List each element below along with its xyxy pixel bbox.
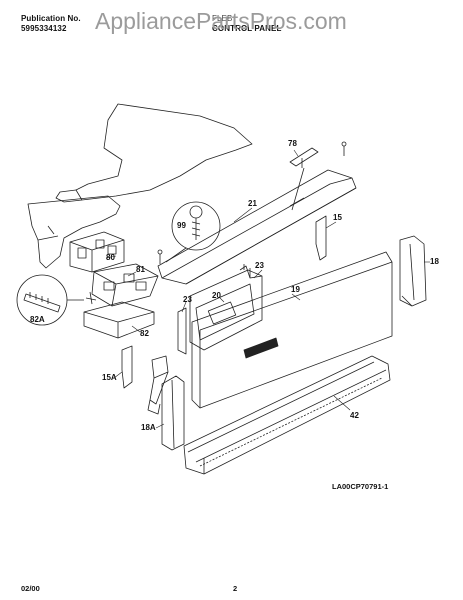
control-housing-20 bbox=[189, 268, 263, 351]
callout-19: 19 bbox=[291, 285, 300, 294]
glass-panel-19 bbox=[191, 251, 393, 409]
bracket-15 bbox=[315, 215, 327, 261]
side-bracket-outline bbox=[27, 195, 121, 269]
model-number: FLEB bbox=[212, 14, 233, 23]
page-number: 2 bbox=[233, 584, 238, 593]
detail-circle-82a bbox=[16, 274, 84, 326]
callout-labels: 78 21 99 15 80 81 23 18 19 20 23 82A 82 … bbox=[30, 139, 439, 432]
callout-99: 99 bbox=[177, 221, 186, 230]
relay-board-81 bbox=[91, 263, 159, 307]
callout-42: 42 bbox=[350, 411, 359, 420]
section-title: CONTROL PANEL bbox=[212, 24, 282, 33]
callout-18a: 18A bbox=[141, 423, 156, 432]
callout-23-lower: 23 bbox=[183, 295, 192, 304]
watermark: AppliancePartsPros.com bbox=[95, 8, 347, 34]
ribbon-cable bbox=[147, 355, 169, 415]
detail-circle-99 bbox=[165, 201, 221, 263]
small-screws bbox=[47, 141, 347, 305]
callout-15: 15 bbox=[333, 213, 342, 222]
callout-82: 82 bbox=[140, 329, 149, 338]
mounting-plate-82 bbox=[83, 301, 155, 339]
control-board-80 bbox=[69, 231, 125, 273]
callout-81: 81 bbox=[136, 265, 145, 274]
callout-20: 20 bbox=[212, 291, 221, 300]
drawing-code: LA00CP70791-1 bbox=[332, 482, 389, 491]
bracket-15a bbox=[121, 345, 133, 389]
callout-78: 78 bbox=[288, 139, 297, 148]
callout-21: 21 bbox=[248, 199, 257, 208]
publication-number: 5995334132 bbox=[21, 24, 67, 33]
leader-lines bbox=[105, 149, 430, 429]
panel-top-21 bbox=[157, 169, 357, 285]
bracket-23-left bbox=[177, 307, 187, 355]
callout-18: 18 bbox=[430, 257, 439, 266]
trim-78 bbox=[289, 147, 319, 211]
publication-label: Publication No. bbox=[21, 14, 81, 23]
footer-date: 02/00 bbox=[21, 584, 40, 593]
callout-23-upper: 23 bbox=[255, 261, 264, 270]
bracket-23-right bbox=[239, 264, 251, 279]
end-cap-18a bbox=[161, 375, 185, 451]
callout-82a: 82A bbox=[30, 315, 45, 324]
end-cap-18 bbox=[399, 235, 427, 307]
lower-trim-42 bbox=[183, 355, 391, 475]
callout-80: 80 bbox=[106, 253, 115, 262]
callout-15a: 15A bbox=[102, 373, 117, 382]
rear-cover-outline bbox=[55, 103, 253, 203]
